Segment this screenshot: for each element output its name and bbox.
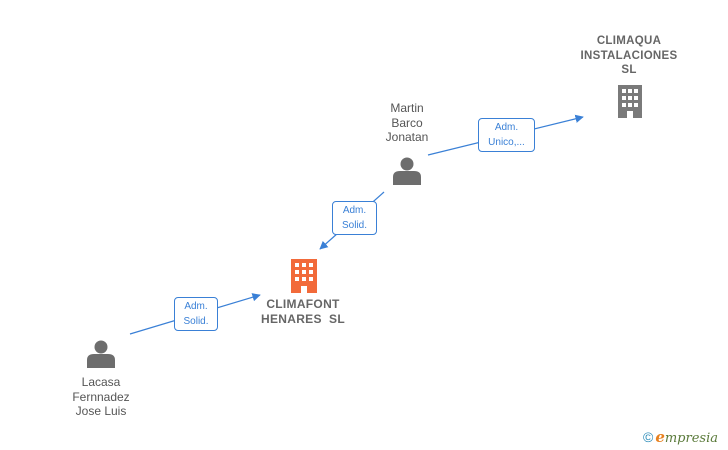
- brand-name: mpresia: [664, 431, 718, 446]
- node-label-martin[interactable]: Martin Barco Jonatan: [372, 101, 442, 145]
- node-label-line: SL: [621, 64, 637, 76]
- edge-label-martin-climaqua[interactable]: Adm. Unico,...: [478, 118, 535, 152]
- edge-label-lacasa-climafont[interactable]: Adm. Solid.: [174, 297, 218, 331]
- node-label-line: Lacasa: [81, 375, 121, 389]
- brand-initial: e: [655, 428, 665, 446]
- node-label-climaqua[interactable]: CLIMAQUA INSTALACIONES SL: [572, 34, 686, 78]
- edge-label-martin-climafont[interactable]: Adm. Solid.: [332, 201, 377, 235]
- node-label-line: HENARES SL: [261, 311, 345, 326]
- node-label-line: Jonatan: [385, 130, 429, 144]
- node-label-line: CLIMAQUA: [596, 35, 662, 47]
- node-label-line: Fernnadez: [72, 389, 130, 404]
- node-label-line: Martin: [390, 101, 424, 115]
- brand-logo: ©empresia: [643, 428, 718, 446]
- edge-label-line: Adm.: [342, 205, 367, 216]
- edge-label-line: Solid.: [341, 220, 367, 231]
- copyright-icon: ©: [642, 429, 654, 445]
- node-label-line: Jose Luis: [75, 404, 127, 418]
- building-icon[interactable]: [291, 259, 317, 293]
- node-label-line: INSTALACIONES: [580, 49, 678, 62]
- node-label-line: Barco: [391, 115, 423, 130]
- person-icon[interactable]: [87, 340, 115, 369]
- node-label-lacasa[interactable]: Lacasa Fernnadez Jose Luis: [58, 375, 144, 419]
- building-icon[interactable]: [618, 85, 642, 118]
- edge-label-line: Adm.: [184, 301, 208, 312]
- edge-label-line: Unico,...: [488, 137, 525, 148]
- node-label-climafont[interactable]: CLIMAFONT HENARES SL: [250, 297, 356, 326]
- node-label-line: CLIMAFONT: [266, 297, 340, 311]
- edge-label-line: Solid.: [183, 316, 209, 327]
- person-icon[interactable]: [393, 157, 421, 186]
- edge-label-line: Adm.: [494, 122, 519, 133]
